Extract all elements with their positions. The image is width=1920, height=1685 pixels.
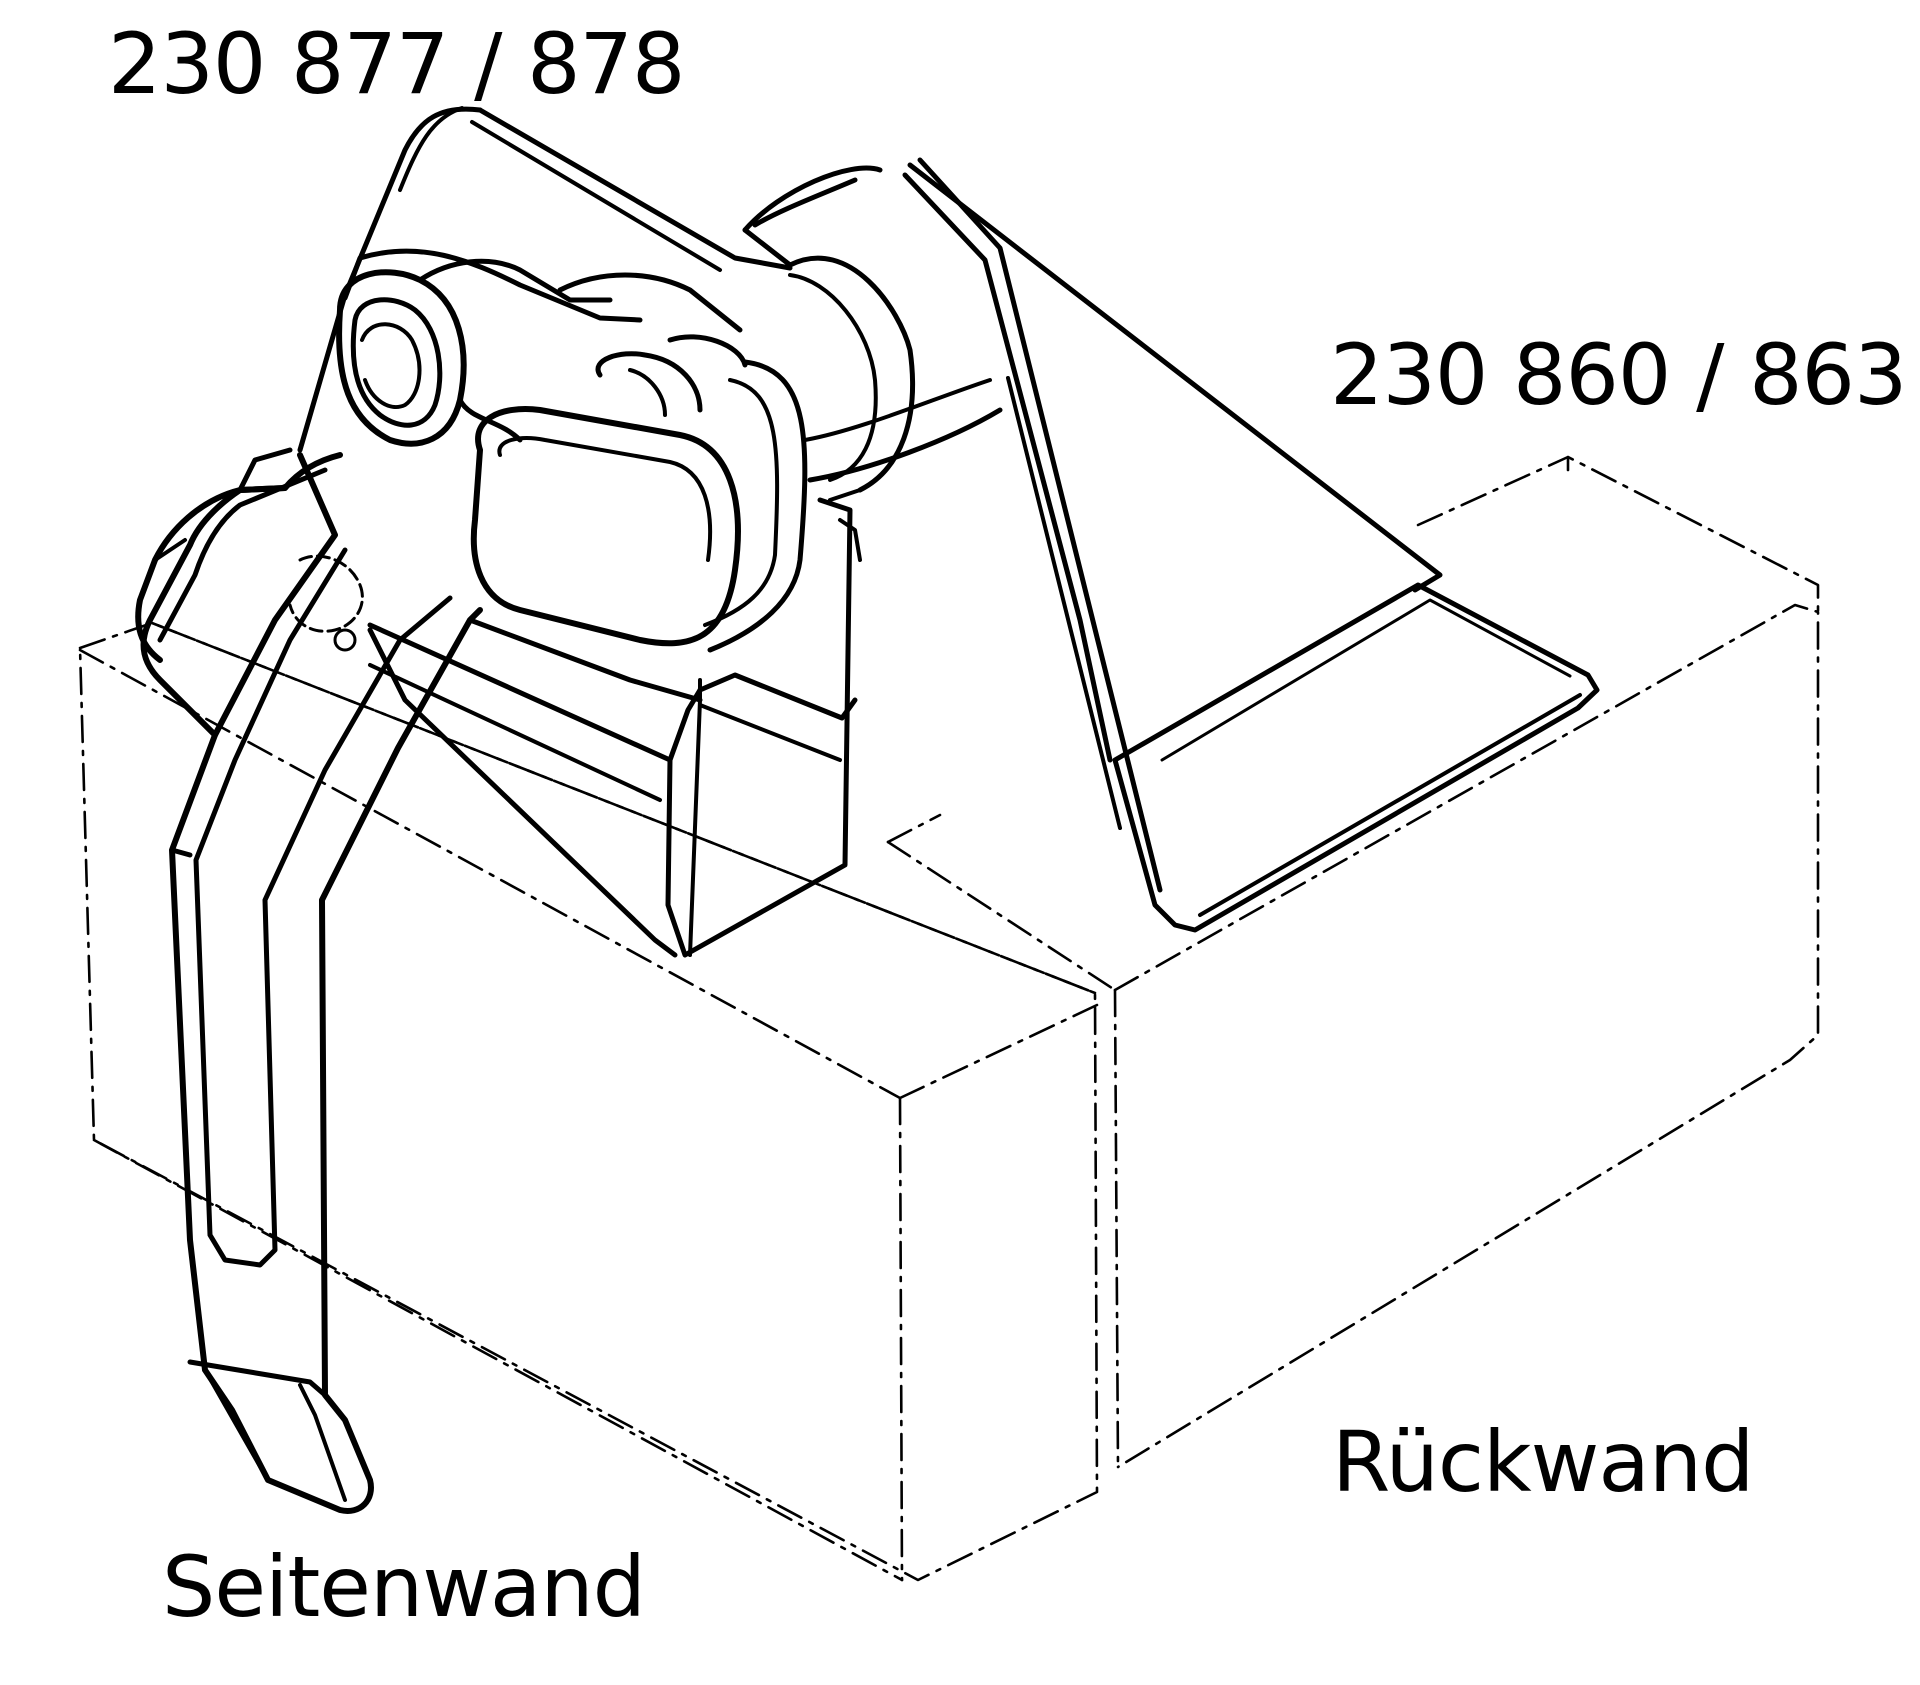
side-wall-label: Seitenwand (162, 1538, 646, 1636)
left-hinge-bracket (297, 106, 862, 958)
cam-knob (336, 258, 748, 647)
right-hinge-bracket (742, 157, 1600, 933)
part-number-right-label: 230 860 / 863 (1330, 326, 1907, 424)
back-wall-label: Rückwand (1332, 1413, 1754, 1511)
lever-arm (135, 447, 483, 1514)
mounting-flange (467, 617, 858, 762)
back-wall-outline (886, 455, 1820, 1469)
side-wall-outline (78, 621, 1099, 1582)
part-number-top-label: 230 877 / 878 (108, 15, 685, 113)
